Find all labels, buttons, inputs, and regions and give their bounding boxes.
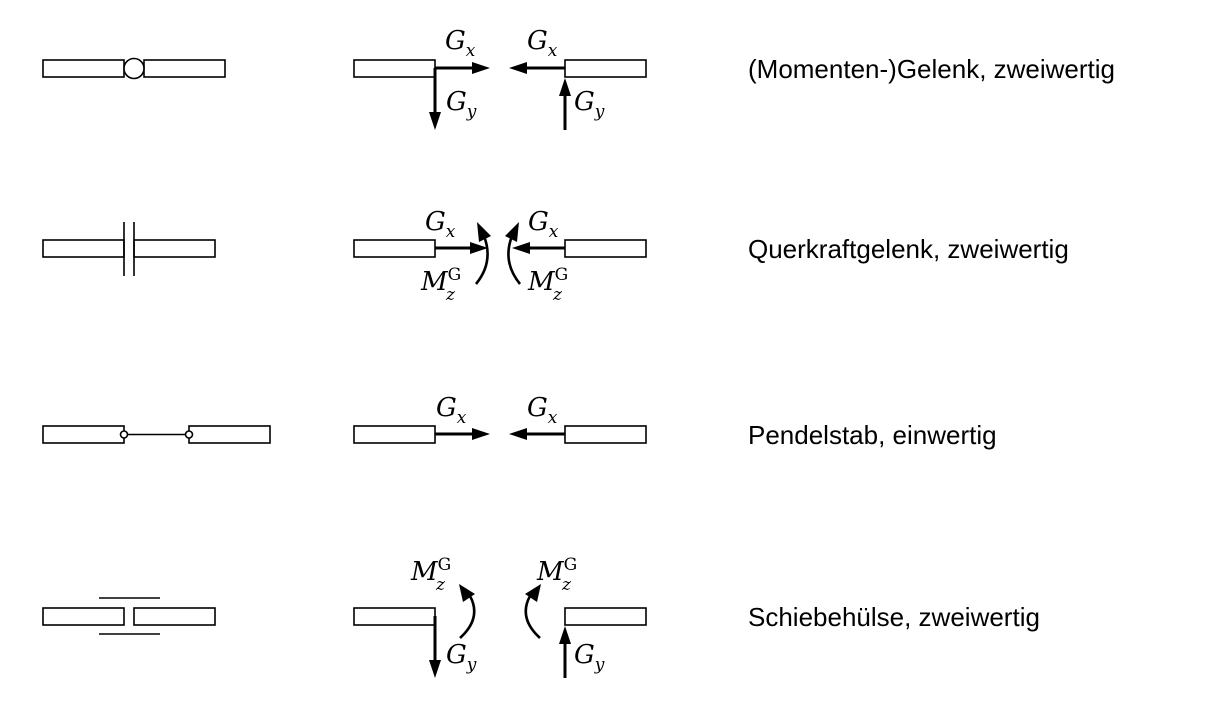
label-gy-right: Gy — [574, 87, 605, 122]
caption-row-2: Querkraftgelenk, zweiwertig — [748, 234, 1069, 264]
hinge-free-body: Gx Gy Gx Gy — [353, 26, 647, 130]
beam-left — [353, 607, 436, 626]
pendulum-rod-symbol — [42, 425, 271, 444]
moment-arc-left — [474, 235, 489, 285]
pin-right — [184, 430, 194, 439]
row-moment-hinge: Gx Gy Gx Gy (Momenten-)Gelenk, zweiwerti… — [42, 26, 1115, 130]
label-gx-left: Gx — [445, 26, 476, 61]
sliding-sleeve-symbol — [42, 597, 216, 635]
row-shear-hinge: Gx Gx MG z MG z Querkraftgelenk, zweiwer… — [42, 207, 1069, 305]
beam-left — [42, 425, 125, 444]
moment-arc-left — [459, 595, 476, 639]
beam-left — [42, 607, 125, 626]
hinge-symbol — [42, 57, 226, 80]
label-mz-right: MG — [527, 265, 568, 297]
hinge-circle — [123, 57, 145, 80]
beam-left — [353, 59, 436, 78]
caption-row-4: Schiebehülse, zweiwertig — [748, 602, 1040, 632]
arrowhead — [505, 222, 519, 242]
beam-left — [42, 239, 125, 258]
arrowhead — [477, 222, 491, 242]
label-gy-left: Gy — [446, 640, 477, 675]
beam-right — [564, 59, 647, 78]
shear-hinge-free-body: Gx Gx MG z MG z — [353, 207, 647, 305]
label-mz-right-sub: z — [561, 575, 572, 595]
label-mz-left: MG — [420, 265, 461, 297]
arrowhead — [512, 242, 530, 254]
moment-arc-right — [524, 595, 541, 639]
label-gx-right: Gx — [527, 393, 558, 428]
arrowhead — [559, 626, 571, 644]
beam-right — [143, 59, 226, 78]
beam-right — [188, 425, 271, 444]
beam-left — [353, 239, 436, 258]
arrowhead — [459, 584, 475, 602]
beam-right — [564, 239, 647, 258]
pendulum-rod-free-body: Gx Gx — [353, 393, 647, 444]
caption-row-1: (Momenten-)Gelenk, zweiwertig — [748, 54, 1115, 84]
label-gx-right: Gx — [528, 207, 559, 242]
row-sliding-sleeve: MG z MG z Gy Gy Schiebehülse, zweiwertig — [42, 555, 1040, 678]
sliding-sleeve-free-body: MG z MG z Gy Gy — [353, 555, 647, 678]
label-gx-right: Gx — [527, 26, 558, 61]
beam-left — [42, 59, 125, 78]
beam-right — [133, 239, 216, 258]
beam-left — [353, 425, 436, 444]
arrowhead — [429, 660, 441, 678]
label-gx-left: Gx — [425, 207, 456, 242]
beam-right — [133, 607, 216, 626]
label-gx-left: Gx — [436, 393, 467, 428]
label-mz-left-sub: z — [435, 575, 446, 595]
label-mz-left-sub: z — [445, 285, 456, 305]
moment-arc-right — [507, 235, 522, 285]
caption-row-3: Pendelstab, einwertig — [748, 420, 997, 450]
arrowhead — [429, 112, 441, 130]
arrowhead — [472, 62, 490, 74]
beam-right — [564, 425, 647, 444]
arrowhead — [525, 584, 541, 602]
shear-hinge-symbol — [42, 222, 216, 276]
arrowhead — [559, 78, 571, 96]
label-mz-right-sub: z — [552, 285, 563, 305]
label-gy-left: Gy — [446, 87, 477, 122]
row-pendulum-rod: Gx Gx Pendelstab, einwertig — [42, 393, 997, 450]
arrowhead — [472, 428, 490, 440]
beam-right — [564, 607, 647, 626]
arrowhead — [470, 242, 488, 254]
label-mz-left: MG — [410, 555, 451, 587]
label-gy-right: Gy — [574, 640, 605, 675]
arrowhead — [509, 428, 527, 440]
label-mz-right: MG — [536, 555, 577, 587]
pin-left — [119, 430, 129, 439]
arrowhead — [509, 62, 527, 74]
